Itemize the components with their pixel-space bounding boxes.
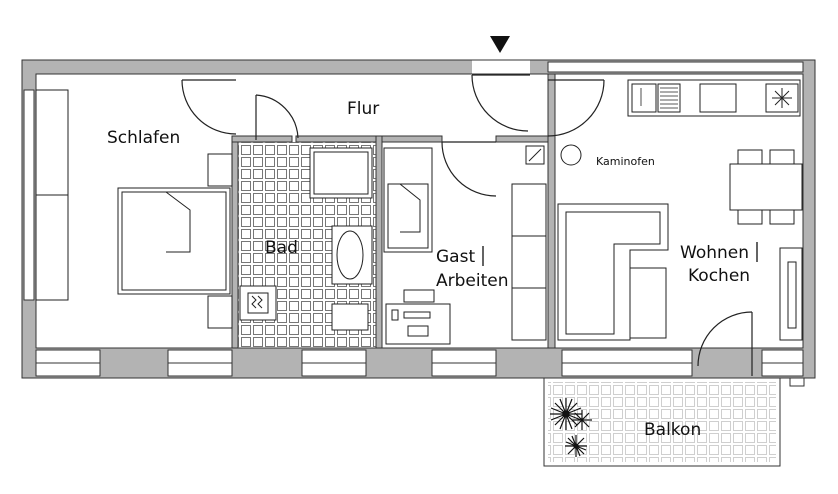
sofa	[557, 203, 669, 341]
doors	[181, 74, 753, 376]
room-label-bad: Bad	[265, 238, 298, 258]
bathroom-radiator	[251, 295, 263, 309]
plant-icon	[550, 398, 592, 457]
kaminofen-label: Kaminofen	[596, 155, 655, 168]
balcony-post	[789, 377, 805, 387]
kitchen-furniture	[627, 79, 801, 117]
room-label-gast: Gast	[436, 247, 475, 267]
room-label-flur: Flur	[347, 99, 379, 119]
room-label-schlafen: Schlafen	[107, 128, 180, 148]
balcony-floor	[548, 382, 776, 462]
room-label-balkon: Balkon	[644, 420, 701, 440]
room-label-wohnen: Wohnen	[680, 243, 749, 263]
entrance-arrow-icon	[490, 36, 510, 53]
wardrobe	[779, 247, 803, 341]
chimney-box	[525, 145, 545, 165]
sink-lines	[640, 87, 678, 109]
windows-top	[547, 61, 804, 73]
room-label-arbeiten: Arbeiten	[436, 271, 509, 291]
extractor-icon	[772, 88, 792, 108]
room-label-kochen: Kochen	[688, 266, 750, 286]
bedroom-furniture	[35, 89, 233, 329]
stove-kaminofen-icon	[560, 144, 582, 166]
guest-room-furniture	[383, 147, 547, 345]
bathroom-furniture	[239, 147, 373, 331]
dining-table	[729, 149, 803, 225]
left-window	[23, 89, 35, 301]
interior-walls	[231, 73, 556, 349]
entrance-opening	[472, 59, 530, 75]
